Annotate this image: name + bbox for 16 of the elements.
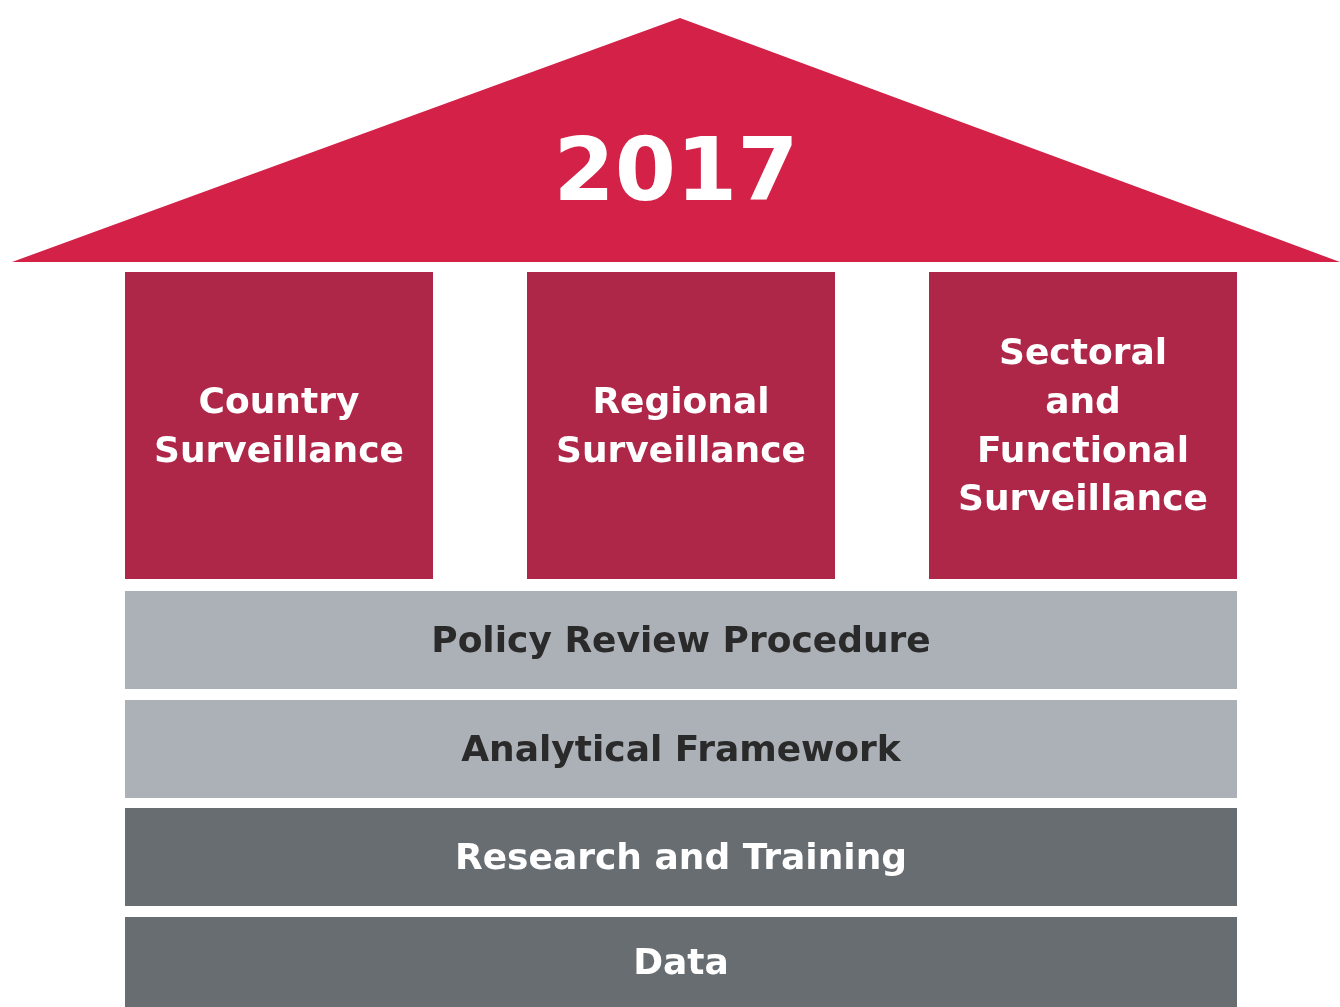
foundation-band: [125, 917, 1237, 1007]
band-label: Analytical Framework: [461, 726, 901, 771]
foundation-band: [125, 700, 1237, 798]
foundation-band: [125, 591, 1237, 689]
pillar-label: Country Surveillance: [154, 378, 404, 472]
pillar-label: Sectoral and Functional Surveillance: [958, 330, 1208, 521]
band-label: Data: [633, 939, 729, 984]
pillar-box: [527, 272, 835, 579]
band-label: Research and Training: [454, 834, 908, 879]
foundation-band: [125, 808, 1237, 906]
pillar-label: Regional Surveillance: [556, 378, 806, 472]
year-heading: 2017: [553, 116, 799, 223]
roof-shape: [12, 18, 1340, 262]
pillar-box: [125, 272, 433, 579]
pillar-box: [929, 272, 1237, 579]
band-label: Policy Review Procedure: [431, 617, 931, 662]
